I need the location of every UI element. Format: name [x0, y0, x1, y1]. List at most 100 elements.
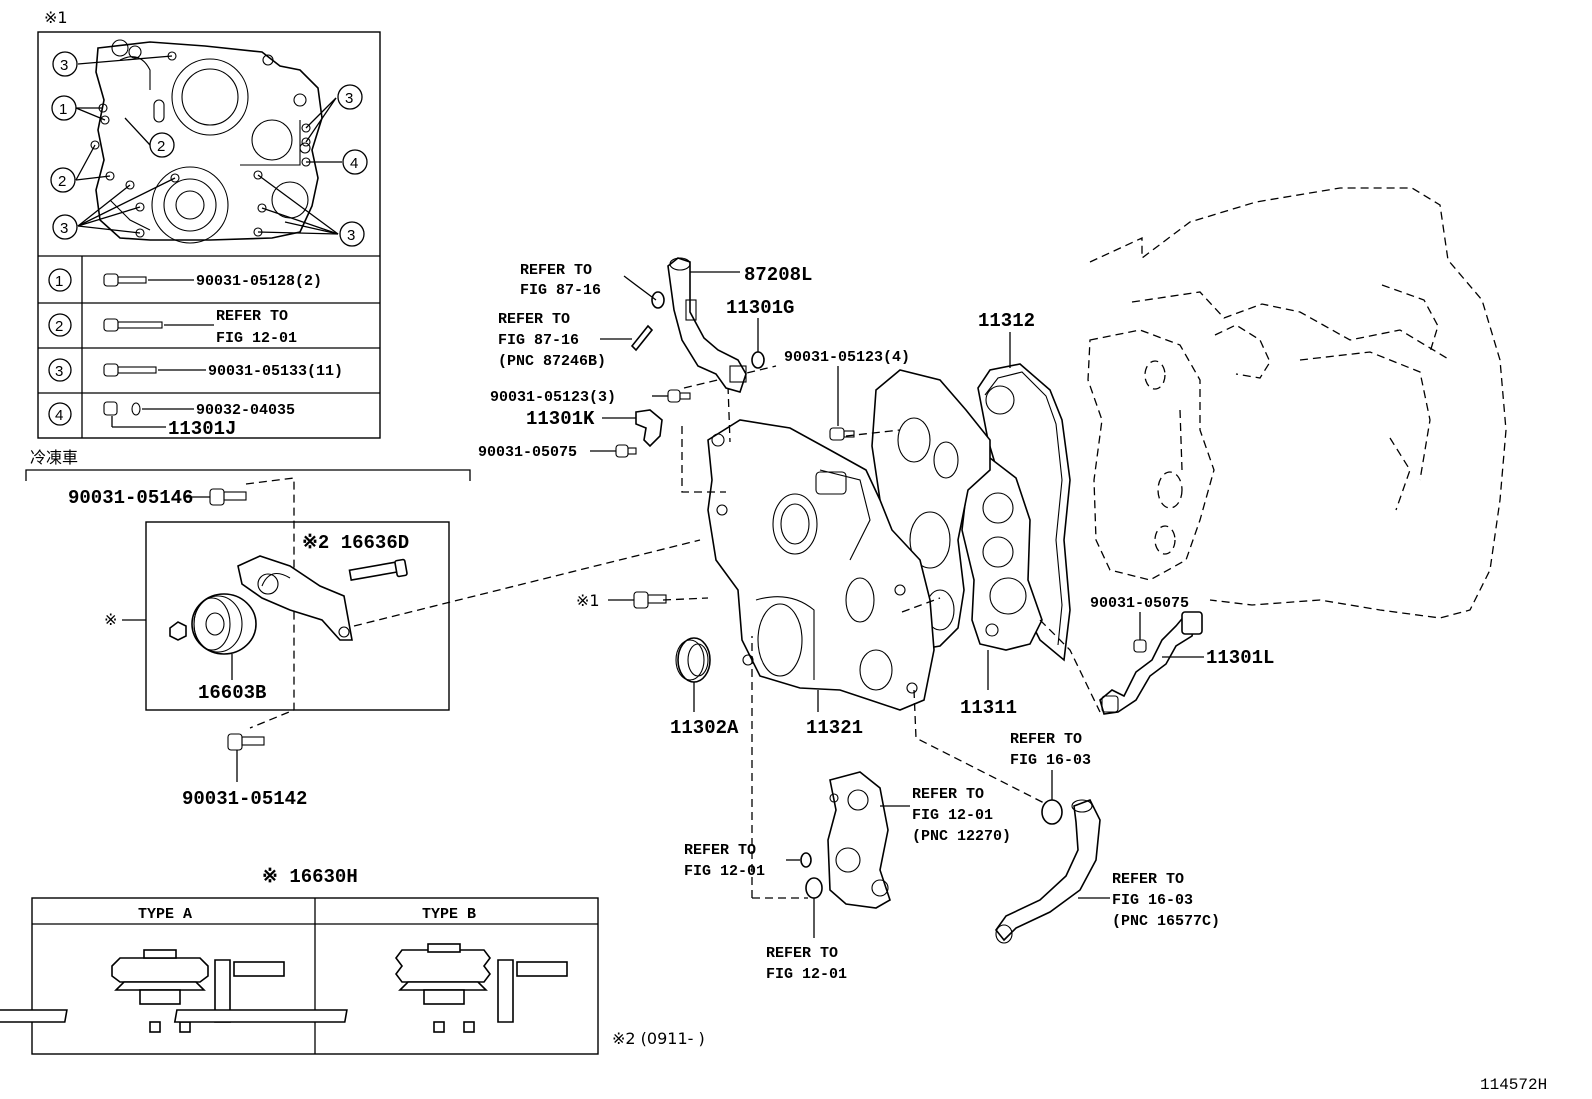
ref-87-16-a-l1: REFER TO — [520, 262, 592, 279]
bolt-4-label: 90031-05123(4) — [784, 349, 910, 366]
svg-text:4: 4 — [350, 155, 358, 172]
ref-87-16-a-l2: FIG 87-16 — [520, 282, 601, 299]
main-assembly: 11302A 87208L 11301G REFER TO FIG 87-16 — [478, 187, 1507, 983]
bracket-k-label: 11301K — [526, 408, 595, 430]
legend-4-part2: 11301J — [168, 418, 236, 440]
bolt-icon — [615, 444, 637, 458]
ref-12-01-a-l3: (PNC 12270) — [912, 828, 1011, 845]
bolt-icon — [227, 733, 265, 751]
pump-body-12270 — [827, 771, 891, 909]
svg-text:4: 4 — [55, 407, 63, 424]
svg-text:2: 2 — [58, 173, 66, 190]
ref-12-01-b-l1: REFER TO — [684, 842, 756, 859]
section-title: 冷凍車 — [30, 448, 78, 467]
mark-bolt-label: ※1 — [576, 591, 600, 610]
legend-4-part: 90032-04035 — [196, 402, 295, 419]
ref-16-03-b-l1: REFER TO — [1112, 871, 1184, 888]
o-ring-16-03 — [1041, 799, 1063, 825]
bolt-icon — [633, 591, 667, 609]
bolt-icon — [667, 389, 691, 403]
legend-3-part: 90031-05133(11) — [208, 363, 343, 380]
inset-callouts: 3 1 2 2 3 4 3 3 — [50, 51, 368, 247]
ref-16-03-b-l3: (PNC 16577C) — [1112, 913, 1220, 930]
type-a-drawing — [0, 949, 285, 1033]
washer-icon — [131, 402, 141, 416]
pipe-label: 87208L — [744, 264, 812, 286]
bolt-icon — [209, 488, 247, 506]
type-b-drawing — [173, 943, 568, 1033]
inset-timing-cover-drawing — [95, 39, 323, 244]
ref-12-01-c-l2: FIG 12-01 — [766, 966, 847, 983]
ref-12-01-a-l1: REFER TO — [912, 786, 984, 803]
svg-text:3: 3 — [345, 90, 353, 107]
plate-11311 — [961, 456, 1043, 651]
ref-16-03-a-l1: REFER TO — [1010, 731, 1082, 748]
inset-panel: ※1 — [37, 8, 381, 440]
stud-label: ※2 16636D — [302, 532, 409, 554]
ref-16-03-b-l2: FIG 16-03 — [1112, 892, 1193, 909]
diagram-id: 114572H — [1480, 1076, 1547, 1094]
ref-87-16-b-l3: (PNC 87246B) — [498, 353, 606, 370]
ref-12-01-c-l1: REFER TO — [766, 945, 838, 962]
ref-87-16-b-l2: FIG 87-16 — [498, 332, 579, 349]
svg-text:3: 3 — [60, 57, 68, 74]
sensor-11301L — [1099, 611, 1203, 715]
legend-1-part: 90031-05128(2) — [196, 273, 322, 290]
bolt-05075-left-label: 90031-05075 — [478, 444, 577, 461]
svg-text:3: 3 — [347, 227, 355, 244]
o-ring-small — [800, 852, 812, 868]
type-note: ※2 (0911- ) — [612, 1029, 705, 1048]
clamp-drawing — [651, 291, 665, 309]
pulley-label: 16603B — [198, 682, 266, 704]
ref-16-03-a-l2: FIG 16-03 — [1010, 752, 1091, 769]
stud-bolt-drawing — [348, 558, 408, 582]
gasket-11301G — [751, 351, 765, 369]
bracket-11301K — [635, 409, 663, 448]
bolt-3-label: 90031-05123(3) — [490, 389, 616, 406]
types-title: ※ 16630H — [262, 866, 358, 888]
ref-12-01-a-l2: FIG 12-01 — [912, 807, 993, 824]
section-mark: ※ — [104, 610, 117, 629]
plate-label: 11311 — [960, 697, 1017, 719]
svg-text:2: 2 — [157, 138, 165, 155]
inset-mark: ※1 — [44, 8, 68, 27]
svg-text:3: 3 — [55, 363, 63, 380]
type-a-label: TYPE A — [138, 906, 192, 923]
bolt-icon — [829, 427, 855, 441]
type-panel: ※ 16630H TYPE A TYPE B — [0, 866, 705, 1055]
bolt-top-label: 90031-05146 — [68, 487, 193, 509]
cover-gasket-label: 11312 — [978, 310, 1035, 332]
bracket-drawing — [237, 555, 353, 641]
gasket-g-label: 11301G — [726, 297, 794, 319]
bolt-bottom-label: 90031-05142 — [182, 788, 307, 810]
ref-87-16-b-l1: REFER TO — [498, 311, 570, 328]
timing-cover-label: 11321 — [806, 717, 863, 739]
svg-text:2: 2 — [55, 318, 63, 335]
bolt-icon — [103, 273, 147, 287]
inset-legend: 1 2 3 4 90031-05128(2) REFER TO FIG 12-0… — [48, 268, 343, 440]
ref-12-01-b-l2: FIG 12-01 — [684, 863, 765, 880]
svg-text:3: 3 — [60, 220, 68, 237]
bolt-icon — [103, 363, 157, 377]
legend-2-ref-2: FIG 12-01 — [216, 330, 297, 347]
svg-text:1: 1 — [55, 273, 63, 290]
refrigerator-section: 冷凍車 90031-05146 ※ ※2 16636D 166 — [25, 448, 701, 810]
bolt-icon — [103, 401, 118, 416]
sensor-label: 11301L — [1206, 647, 1274, 669]
engine-block-outline — [1087, 187, 1507, 619]
bolt-icon — [103, 318, 163, 332]
oil-seal-11302A — [675, 637, 711, 683]
hose-piece — [630, 324, 654, 352]
breather-pipe-87208L — [667, 257, 747, 393]
svg-text:1: 1 — [59, 101, 67, 118]
water-pipe-16577C — [994, 798, 1101, 944]
bolt-icon — [1133, 639, 1147, 653]
seal-label: 11302A — [670, 717, 739, 739]
timing-cover-11321 — [707, 419, 935, 711]
legend-2-ref-1: REFER TO — [216, 308, 288, 325]
pulley-drawing — [169, 593, 257, 655]
inset-leaders — [75, 51, 342, 238]
type-b-label: TYPE B — [422, 906, 476, 923]
bolt-05075-right-label: 90031-05075 — [1090, 595, 1189, 612]
